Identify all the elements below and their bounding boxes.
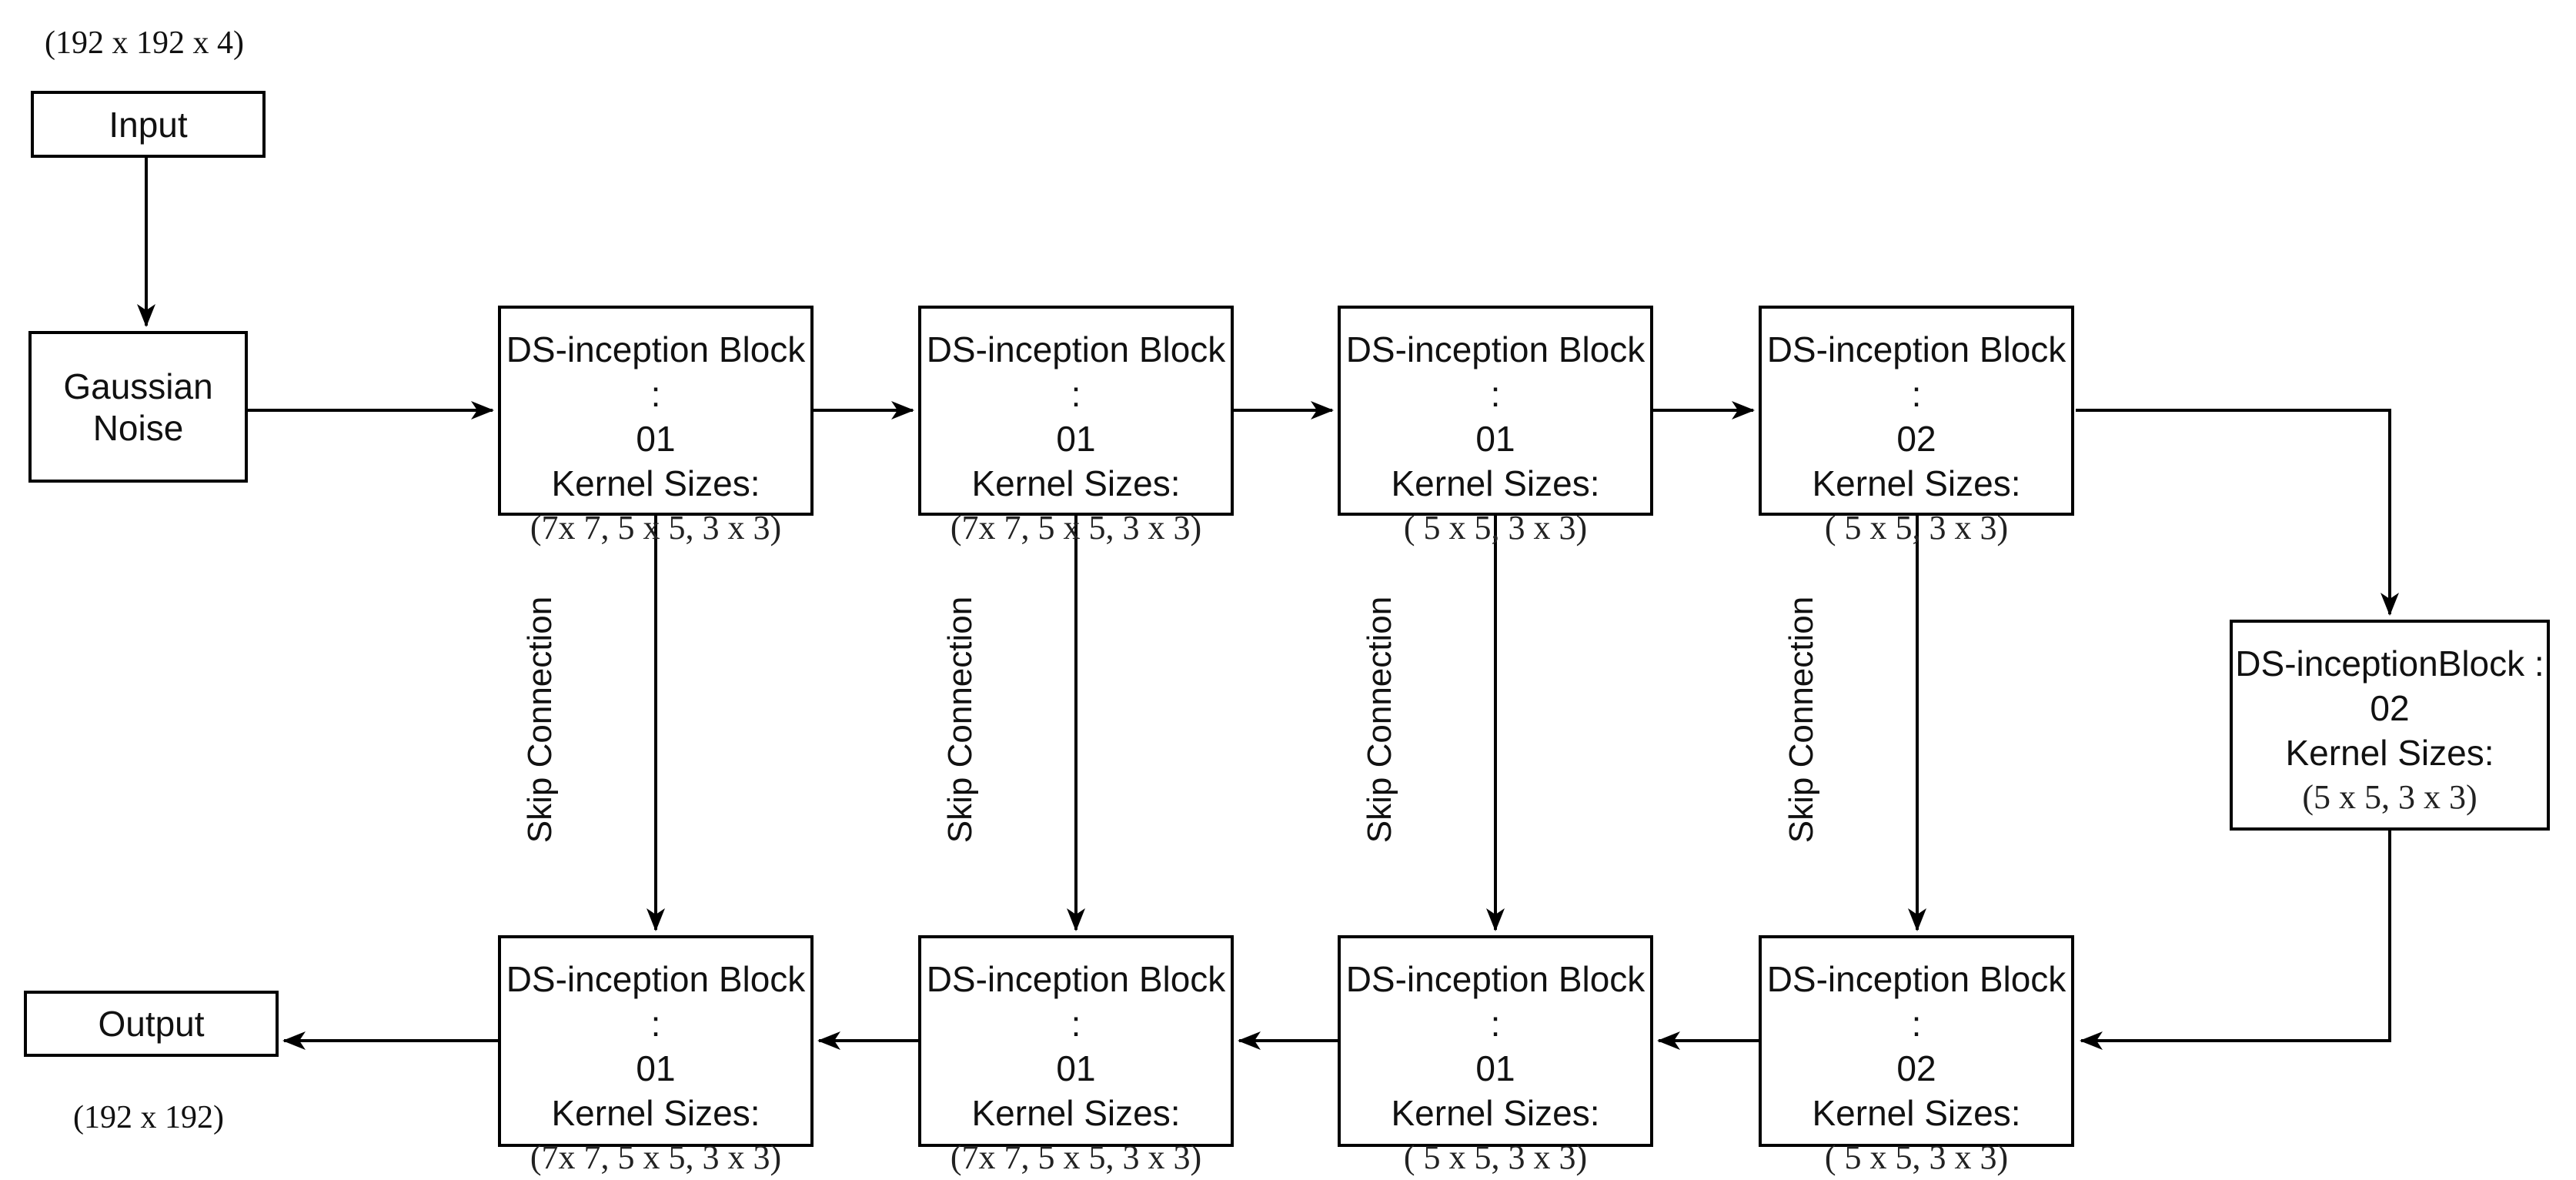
node-kernel-heading: Kernel Sizes: [551,463,760,503]
node-number: 01 [1475,419,1515,459]
node-number: 01 [636,419,676,459]
node-kernel-sizes: ( 5 x 5, 3 x 3) [1403,509,1588,547]
input-dimensions-label: (192 x 192 x 4) [45,25,244,61]
node-kernel-heading: Kernel Sizes: [971,1093,1181,1133]
node-kernel-sizes: ( 5 x 5, 3 x 3) [1824,1138,2009,1176]
node-bottleneck-block: DS-inceptionBlock : 02 Kernel Sizes: (5 … [2230,620,2550,831]
node-number: 01 [1475,1048,1515,1088]
skip-connection-label-4: Skip Connection [1782,596,1820,844]
node-kernel-heading: Kernel Sizes: [971,463,1181,503]
skip-connection-label-3: Skip Connection [1361,596,1398,844]
node-number: 01 [1056,1048,1096,1088]
node-number: 01 [636,1048,676,1088]
node-decoder-block-1: DS-inception Block : 01 Kernel Sizes: (7… [498,935,814,1176]
node-decoder-block-4: DS-inception Block : 02 Kernel Sizes: ( … [1759,935,2074,1176]
skip-connection-label-1: Skip Connection [521,596,559,844]
node-encoder-block-3: DS-inception Block : 01 Kernel Sizes: ( … [1338,306,1653,547]
node-kernel-heading: Kernel Sizes: [1391,1093,1600,1133]
node-kernel-sizes: ( 5 x 5, 3 x 3) [1403,1138,1588,1176]
node-kernel-sizes: (5 x 5, 3 x 3) [2302,778,2477,816]
skip-connection-label-2: Skip Connection [941,596,979,844]
node-title: DS-inception Block : [506,959,806,1044]
node-number: 02 [1896,419,1936,459]
node-kernel-sizes: (7x 7, 5 x 5, 3 x 3) [530,1138,782,1176]
node-number: 01 [1056,419,1096,459]
node-title: DS-inception Block : [926,329,1226,414]
output-node: Output [24,991,279,1057]
node-title: DS-inception Block : [926,959,1226,1044]
node-number: 02 [2370,688,2410,728]
gaussian-noise-node: Gaussian Noise [28,331,248,483]
node-kernel-sizes: (7x 7, 5 x 5, 3 x 3) [950,509,1202,547]
node-title: DS-inception Block : [1345,959,1645,1044]
node-kernel-sizes: ( 5 x 5, 3 x 3) [1824,509,2009,547]
node-title: DS-inceptionBlock : [2235,643,2544,684]
node-kernel-heading: Kernel Sizes: [2285,733,2494,773]
input-node-label: Input [109,104,188,145]
node-encoder-block-4: DS-inception Block : 02 Kernel Sizes: ( … [1759,306,2074,547]
node-kernel-heading: Kernel Sizes: [551,1093,760,1133]
node-title: DS-inception Block : [1766,329,2066,414]
node-title: DS-inception Block : [1345,329,1645,414]
output-node-label: Output [98,1004,205,1044]
node-kernel-sizes: (7x 7, 5 x 5, 3 x 3) [950,1138,1202,1176]
node-decoder-block-2: DS-inception Block : 01 Kernel Sizes: (7… [918,935,1234,1176]
node-kernel-heading: Kernel Sizes: [1812,463,2021,503]
node-decoder-block-3: DS-inception Block : 01 Kernel Sizes: ( … [1338,935,1653,1176]
node-title: DS-inception Block : [506,329,806,414]
output-dimensions-label: (192 x 192) [73,1100,224,1135]
node-kernel-heading: Kernel Sizes: [1812,1093,2021,1133]
node-number: 02 [1896,1048,1936,1088]
node-encoder-block-2: DS-inception Block : 01 Kernel Sizes: (7… [918,306,1234,547]
node-title: DS-inception Block : [1766,959,2066,1044]
node-kernel-sizes: (7x 7, 5 x 5, 3 x 3) [530,509,782,547]
input-node: Input [31,91,266,158]
edge-enc4-to-bottleneck [2076,409,2399,616]
node-kernel-heading: Kernel Sizes: [1391,463,1600,503]
node-encoder-block-1: DS-inception Block : 01 Kernel Sizes: (7… [498,306,814,547]
edge-bottleneck-to-dec4 [2080,831,2391,1050]
gaussian-noise-label: Gaussian Noise [63,366,213,448]
